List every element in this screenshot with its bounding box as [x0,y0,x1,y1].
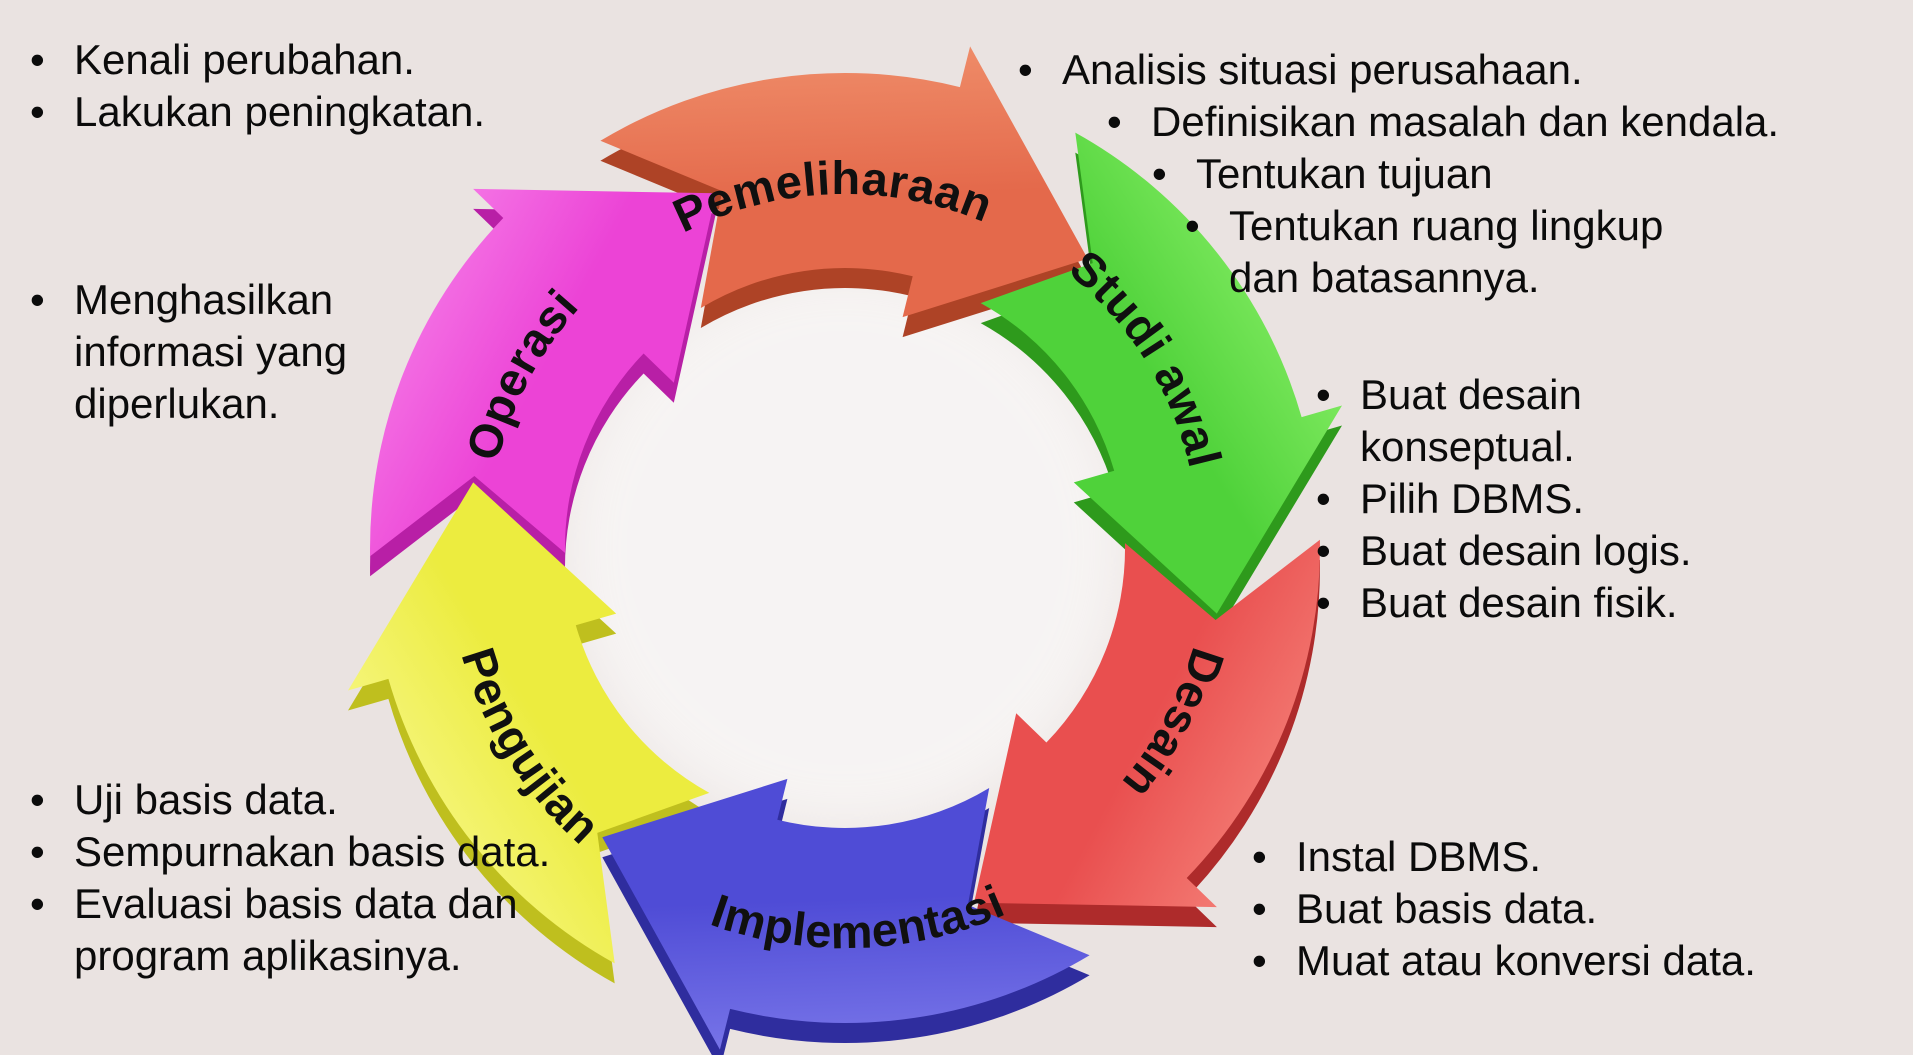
note-text: Sempurnakan basis data. [74,828,551,875]
list-line: • Menghasilkan [30,274,347,326]
list-line: • Lakukan peningkatan. [30,86,485,138]
stage-arrow-pemeliharaan [600,46,1088,318]
maintenance-notes: • Kenali perubahan. • Lakukan peningkatan. [30,34,485,138]
list-line: • Definisikan masalah dan kendala. [1000,96,1779,148]
note-text: Uji basis data. [74,776,338,823]
list-line: • Uji basis data. [30,774,550,826]
note-text: Buat basis data. [1296,885,1598,932]
list-line: • Buat desain [1316,369,1692,421]
note-text: Instal DBMS. [1296,833,1542,880]
operation-notes: • Menghasilkan informasi yang diperlukan. [30,274,347,430]
bullet-marker: • [1316,527,1331,574]
bullet-marker: • [1252,833,1267,880]
note-text: Tentukan ruang lingkup [1229,202,1664,249]
bullet-marker: • [1316,371,1331,418]
note-text: Buat desain fisik. [1360,579,1678,626]
note-text: program aplikasinya. [74,932,462,979]
bullet-marker: • [1252,885,1267,932]
list-line: • Pilih DBMS. [1316,473,1692,525]
note-text: Lakukan peningkatan. [74,88,485,135]
bullet-marker: • [30,776,45,823]
list-line: • Sempurnakan basis data. [30,826,550,878]
stage-arrow-desain [974,539,1320,908]
arrow-faces [348,46,1342,1050]
bullet-marker: • [1107,98,1122,145]
bullet-marker: • [30,276,45,323]
stage-arrow-operasi [370,188,716,557]
note-text: informasi yang [74,328,348,375]
bullet-marker: • [30,880,45,927]
note-text: Definisikan masalah dan kendala. [1151,98,1780,145]
note-text: Kenali perubahan. [74,36,415,83]
stage-arrow-studi-awal [980,132,1342,614]
design-notes: • Buat desain konseptual. • Pilih DBMS. • Buat… [1316,369,1692,629]
note-text: Analisis situasi perusahaan. [1062,46,1583,93]
list-line: • Muat atau konversi data. [1252,935,1756,987]
list-line: • Tentukan tujuan [1000,148,1779,200]
note-text: dan batasannya. [1229,254,1540,301]
note-text: diperlukan. [74,380,280,427]
note-text: Pilih DBMS. [1360,475,1585,522]
bullet-marker: • [1316,475,1331,522]
stage-arrow-pengujian [348,482,710,964]
bullet-marker: • [1252,937,1267,984]
list-line: • Buat basis data. [1252,883,1756,935]
bullet-marker: • [1316,579,1331,626]
initial-study-notes: • Analisis situasi perusahaan. • Definisika… [1000,44,1779,304]
bullet-marker: • [30,36,45,83]
list-line: dan batasannya. [1000,252,1779,304]
list-line: • Kenali perubahan. [30,34,485,86]
bullet-marker: • [1152,150,1167,197]
note-text: Tentukan tujuan [1196,150,1493,197]
list-line: • Analisis situasi perusahaan. [1000,44,1779,96]
note-text: Buat desain [1360,371,1582,418]
note-text: konseptual. [1360,423,1575,470]
note-text: Evaluasi basis data dan [74,880,518,927]
center-glow [559,262,1131,834]
implementation-notes: • Instal DBMS. • Buat basis data. • Muat atau… [1252,831,1756,987]
bullet-marker: • [1018,46,1033,93]
list-line: • Evaluasi basis data dan [30,878,550,930]
list-line: konseptual. [1316,421,1692,473]
list-line: diperlukan. [30,378,347,430]
list-line: • Buat desain fisik. [1316,577,1692,629]
note-text: Buat desain logis. [1360,527,1692,574]
bullet-marker: • [30,828,45,875]
note-text: Menghasilkan [74,276,334,323]
list-line: • Instal DBMS. [1252,831,1756,883]
note-text: Muat atau konversi data. [1296,937,1756,984]
list-line: • Tentukan ruang lingkup [1000,200,1779,252]
testing-notes: • Uji basis data. • Sempurnakan basis data.… [30,774,550,982]
bullet-marker: • [1185,202,1200,249]
list-line: informasi yang [30,326,347,378]
stage-arrow-implementasi [602,778,1090,1050]
bullet-marker: • [30,88,45,135]
list-line: program aplikasinya. [30,930,550,982]
list-line: • Buat desain logis. [1316,525,1692,577]
